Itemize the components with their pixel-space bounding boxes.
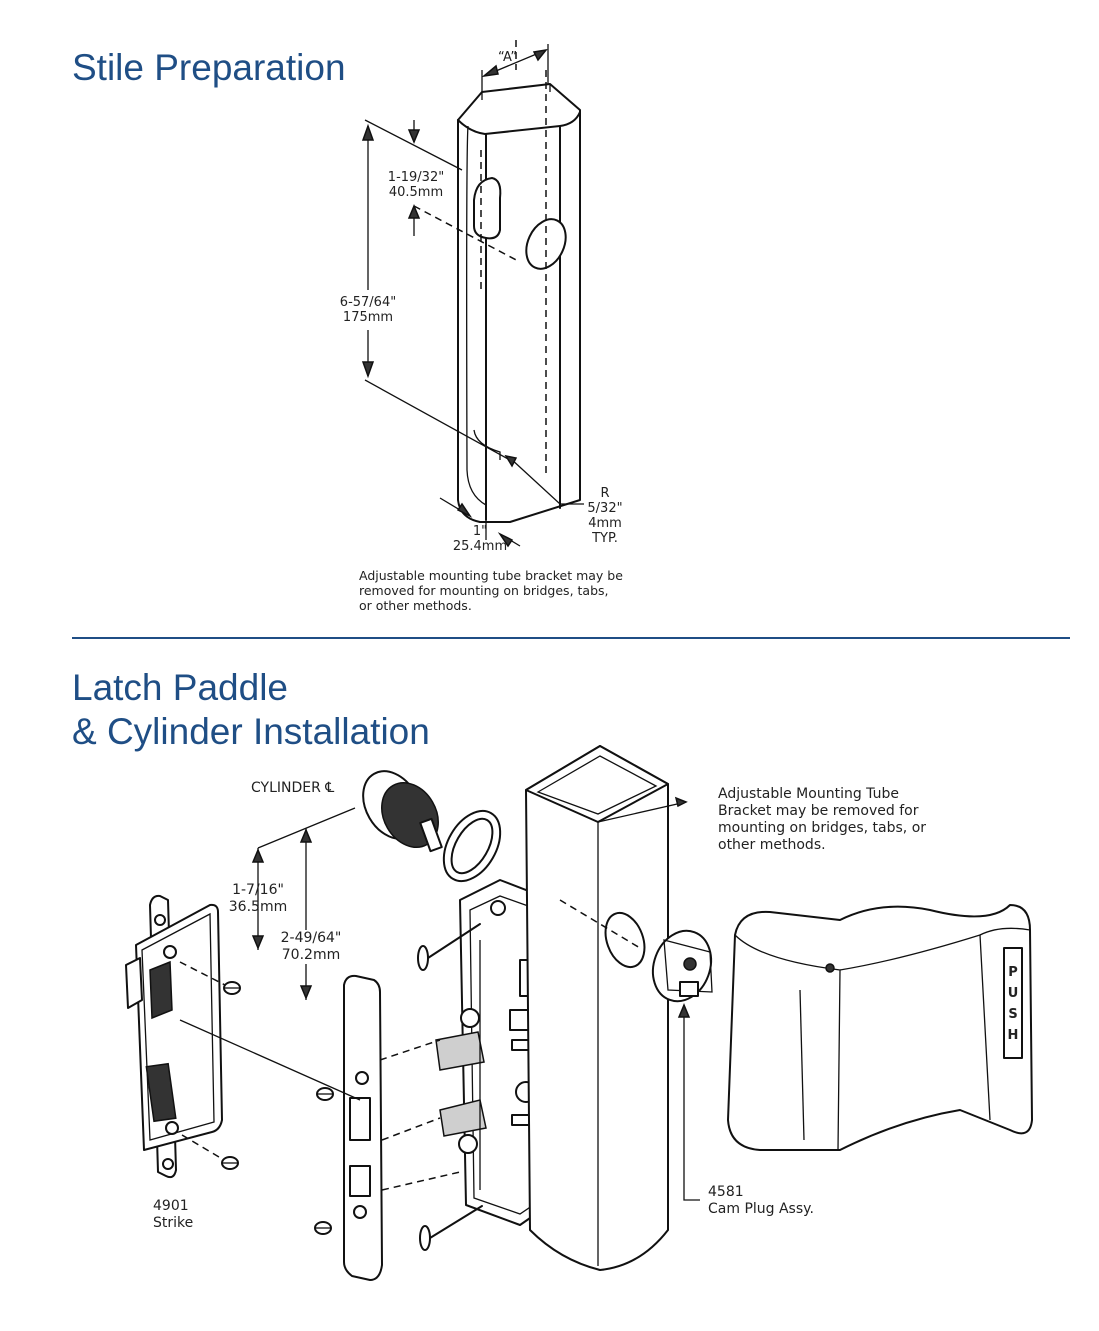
stile-note-line1: Adjustable mounting tube bracket may be (359, 568, 623, 583)
slot-dim-mm: 40.5mm (388, 185, 444, 200)
strike-screws (179, 961, 334, 1235)
height-dim-mm: 175mm (342, 310, 394, 325)
radius-mm: 4mm (588, 516, 622, 531)
dim2-in: 2-49/64" (280, 930, 342, 946)
radius-label: R 5/32" 4mm TYP. (583, 486, 627, 546)
paddle-push-text: PUSH (1007, 965, 1019, 1043)
radius-r: R (600, 486, 610, 501)
width-dim-mm: 25.4mm (452, 539, 508, 554)
stile-tube (525, 745, 688, 1271)
strike-4901 (125, 894, 223, 1179)
cam-part-name: Cam Plug Assy. (708, 1201, 814, 1217)
stile-note-line2: removed for mounting on bridges, tabs, (359, 583, 609, 598)
strike-callout: 4901 Strike (153, 1198, 193, 1232)
bracket-note: Adjustable Mounting Tube Bracket may be … (718, 786, 926, 854)
dim2-label: 2-49/64" 70.2mm (276, 930, 346, 964)
face-plate (343, 974, 383, 1281)
dim1-label: 1-7/16" 36.5mm (226, 882, 290, 916)
cylinder-label: CYLINDER ℄ (251, 780, 335, 796)
latch-installation-title: Latch Paddle & Cylinder Installation (72, 666, 430, 754)
latch-title-line1: Latch Paddle (72, 667, 289, 708)
cam-part-number: 4581 (708, 1184, 744, 1200)
stile-preparation-diagram (361, 40, 584, 548)
latch-dimension-lines (179, 807, 361, 1101)
dim2-mm: 70.2mm (281, 947, 341, 963)
mortise-cylinder (362, 770, 502, 883)
latch-title-line2: & Cylinder Installation (72, 711, 430, 752)
stile-note: Adjustable mounting tube bracket may be … (359, 568, 623, 613)
slot-dim-in: 1-19/32" (387, 170, 445, 185)
bracket-note-line2: Bracket may be removed for (718, 803, 919, 819)
bracket-note-line3: mounting on bridges, tabs, or (718, 820, 927, 836)
slot-dim-label: 1-19/32" 40.5mm (384, 170, 448, 200)
latch-screws (379, 923, 483, 1251)
bracket-note-line1: Adjustable Mounting Tube (718, 786, 899, 802)
radius-typ: TYP. (592, 531, 618, 546)
strike-part-name: Strike (153, 1215, 194, 1231)
stile-note-line3: or other methods. (359, 598, 472, 613)
height-dim-label: 6-57/64" 175mm (336, 295, 400, 325)
stile-preparation-title: Stile Preparation (72, 47, 346, 88)
height-dim-in: 6-57/64" (339, 295, 397, 310)
section-divider (72, 637, 1070, 639)
bracket-note-line4: other methods. (718, 837, 826, 853)
dim1-in: 1-7/16" (232, 882, 284, 898)
strike-part-number: 4901 (153, 1198, 189, 1214)
cam-plug-4581 (651, 929, 713, 1201)
width-dim-label: 1" 25.4mm (448, 524, 512, 554)
dim1-mm: 36.5mm (228, 899, 288, 915)
push-paddle (727, 904, 1033, 1151)
dim-a-label: “A” (498, 50, 518, 65)
cam-plug-callout: 4581 Cam Plug Assy. (708, 1184, 814, 1218)
radius-in: 5/32" (587, 501, 623, 516)
width-dim-in: 1" (472, 524, 488, 539)
